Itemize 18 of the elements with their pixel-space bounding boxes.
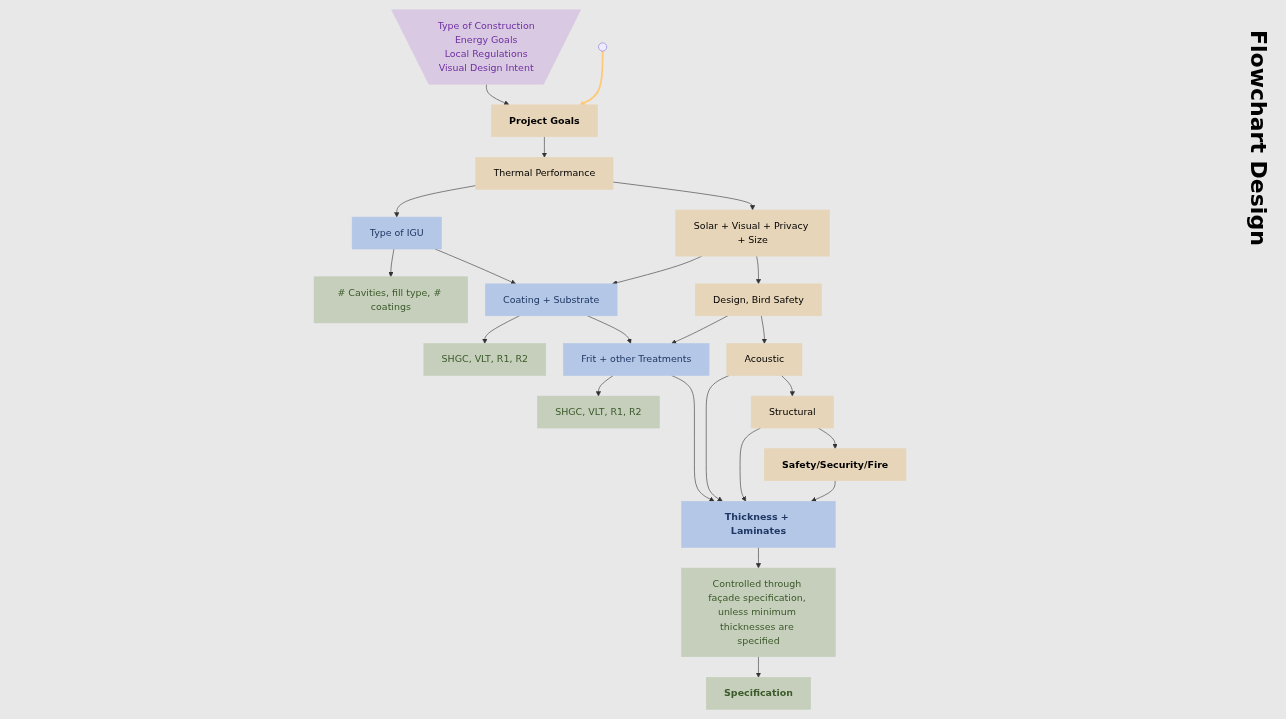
node-box: Specification [706, 677, 811, 710]
node-box: Structural [750, 395, 834, 429]
node-box: SHGC, VLT, R1, R2 [423, 343, 547, 376]
node-box: Solar + Visual + Privacy + Size [675, 209, 830, 257]
node-box: Safety/Security/Fire [764, 448, 907, 481]
node-box: Frit + other Treatments [563, 343, 710, 376]
arrow [579, 50, 604, 106]
node-box: Controlled through façade specification, unless minimum thicknesses are specified [681, 567, 836, 657]
title: Flowchart Design [1246, 30, 1271, 246]
node-box: Design, Bird Safety [695, 283, 822, 317]
node-box: Type of IGU [351, 216, 442, 250]
node-box: Thickness + Laminates [681, 501, 836, 548]
node-box: Coating + Substrate [485, 283, 618, 317]
node-box: Project Goals [491, 104, 598, 138]
node-box: SHGC, VLT, R1, R2 [537, 395, 660, 429]
node-box: Thermal Performance [475, 157, 614, 190]
node-box: # Cavities, fill type, # coatings [313, 276, 468, 324]
node-box: Acoustic [726, 343, 803, 376]
